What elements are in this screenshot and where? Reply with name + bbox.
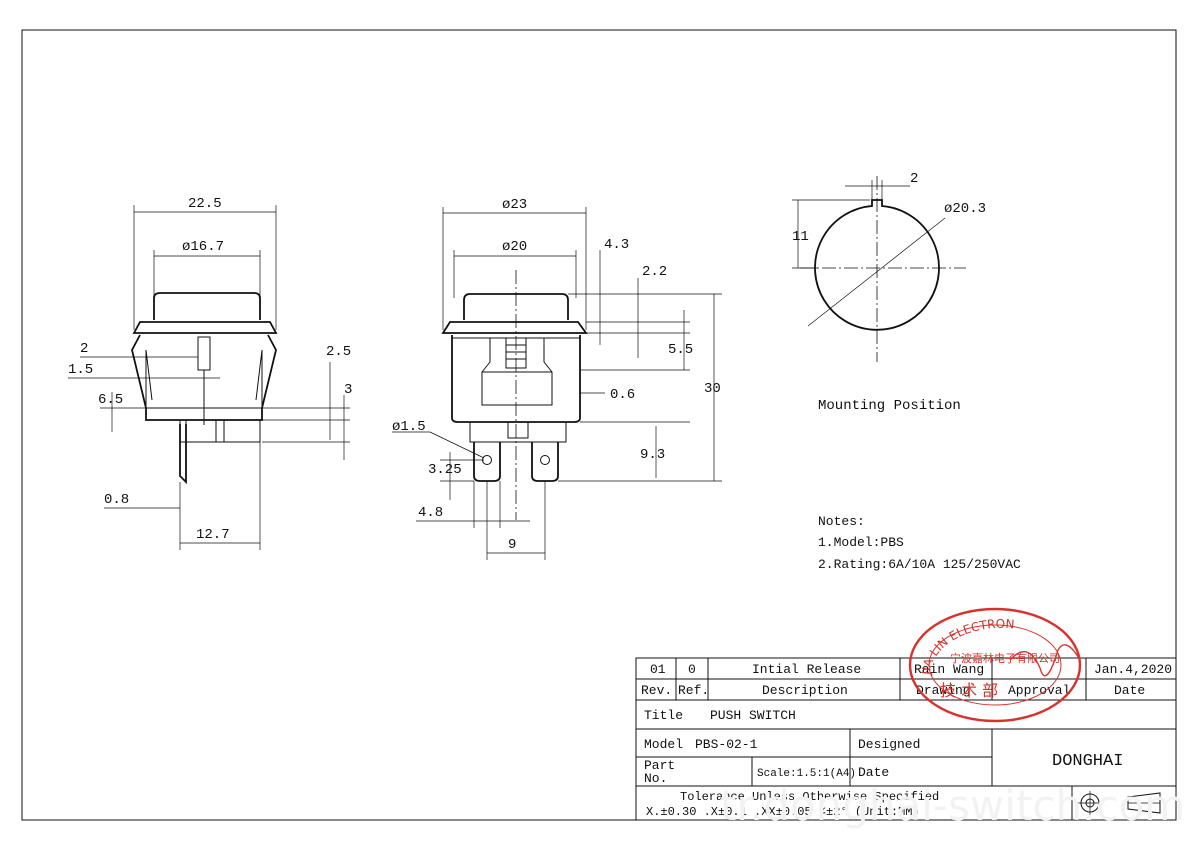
dim-mount-11: 11 bbox=[792, 229, 809, 245]
title-value: PUSH SWITCH bbox=[710, 708, 796, 723]
side-view: 22.5 ø16.7 2 1.5 6.5 2.5 3 0.8 12.7 bbox=[68, 196, 352, 550]
model-label: Model bbox=[644, 737, 683, 752]
mounting-view: ø20.3 2 11 Mounting Position bbox=[792, 171, 986, 414]
dim-0-8: 0.8 bbox=[104, 492, 129, 508]
projection-symbol-icon bbox=[1078, 791, 1161, 815]
dim-2-2: 2.2 bbox=[642, 264, 667, 280]
dim-23: ø23 bbox=[502, 197, 527, 213]
dim-16-7: ø16.7 bbox=[182, 239, 224, 255]
tolerance-title: Tolerance Unless Otherwise Specified bbox=[680, 790, 939, 804]
drawn-by: Rain Wang bbox=[914, 662, 984, 677]
ref-label: Ref. bbox=[678, 683, 709, 698]
dim-9-3: 9.3 bbox=[640, 447, 665, 463]
dim-2: 2 bbox=[80, 341, 88, 357]
dim-0-6: 0.6 bbox=[610, 387, 635, 403]
dim-mount-2: 2 bbox=[910, 171, 918, 187]
title-block: 01 0 Intial Release Rain Wang Jan.4,2020… bbox=[635, 657, 1177, 821]
date-label-2: Date bbox=[858, 765, 889, 780]
dim-4-3: 4.3 bbox=[604, 237, 629, 253]
dim-22-5: 22.5 bbox=[188, 196, 222, 212]
dim-3: 3 bbox=[344, 382, 352, 398]
company-name: DONGHAI bbox=[1052, 752, 1123, 771]
rev-value: 01 bbox=[650, 662, 666, 677]
dim-2-5: 2.5 bbox=[326, 344, 351, 360]
ref-value: 0 bbox=[688, 662, 696, 677]
dim-4-8: 4.8 bbox=[418, 505, 443, 521]
note-1: 1.Model:PBS bbox=[818, 535, 904, 550]
description-label: Description bbox=[762, 683, 848, 698]
dim-9: 9 bbox=[508, 537, 516, 553]
description-value: Intial Release bbox=[752, 662, 861, 677]
model-value: PBS-02-1 bbox=[695, 737, 758, 752]
part-label: Part bbox=[644, 758, 675, 773]
watermark: tr.donghai-switch.com bbox=[720, 781, 1185, 830]
dim-1-5: 1.5 bbox=[68, 362, 93, 378]
note-2: 2.Rating:6A/10A 125/250VAC bbox=[818, 557, 1021, 572]
stamp-text-cn: 宁波嘉林电子有限公司 bbox=[950, 651, 1060, 665]
approval-label: Approval bbox=[1008, 683, 1071, 698]
dim-hole-1-5: ø1.5 bbox=[392, 419, 426, 435]
mounting-caption: Mounting Position bbox=[818, 398, 961, 414]
tolerance-values: X.±0.30 .X±0.1 .XX±0.05 ∠±2° (Unit:MM) bbox=[646, 805, 920, 819]
dim-3-25: 3.25 bbox=[428, 462, 462, 478]
scale-label: Scale:1.5:1(A4) bbox=[757, 768, 856, 780]
notes-heading: Notes: bbox=[818, 514, 865, 529]
title-label: Title bbox=[644, 708, 683, 723]
rev-label: Rev. bbox=[641, 683, 672, 698]
dim-30: 30 bbox=[704, 381, 721, 397]
stamp-text-dept: 技 术 部 bbox=[940, 681, 998, 700]
dim-6-5: 6.5 bbox=[98, 392, 123, 408]
dim-12-7: 12.7 bbox=[196, 527, 230, 543]
notes: Notes: 1.Model:PBS 2.Rating:6A/10A 125/2… bbox=[818, 514, 1021, 572]
drawing-border bbox=[21, 29, 1177, 821]
front-view: ø23 ø20 4.3 2.2 5.5 0.6 9.3 30 ø1.5 3.25 bbox=[392, 197, 722, 560]
date-value: Jan.4,2020 bbox=[1094, 662, 1172, 677]
dim-mount-20-3: ø20.3 bbox=[944, 201, 986, 217]
designed-label: Designed bbox=[858, 737, 920, 752]
date-label: Date bbox=[1114, 683, 1145, 698]
dim-5-5: 5.5 bbox=[668, 342, 693, 358]
dim-20: ø20 bbox=[502, 239, 527, 255]
part-no-label: No. bbox=[644, 771, 667, 786]
